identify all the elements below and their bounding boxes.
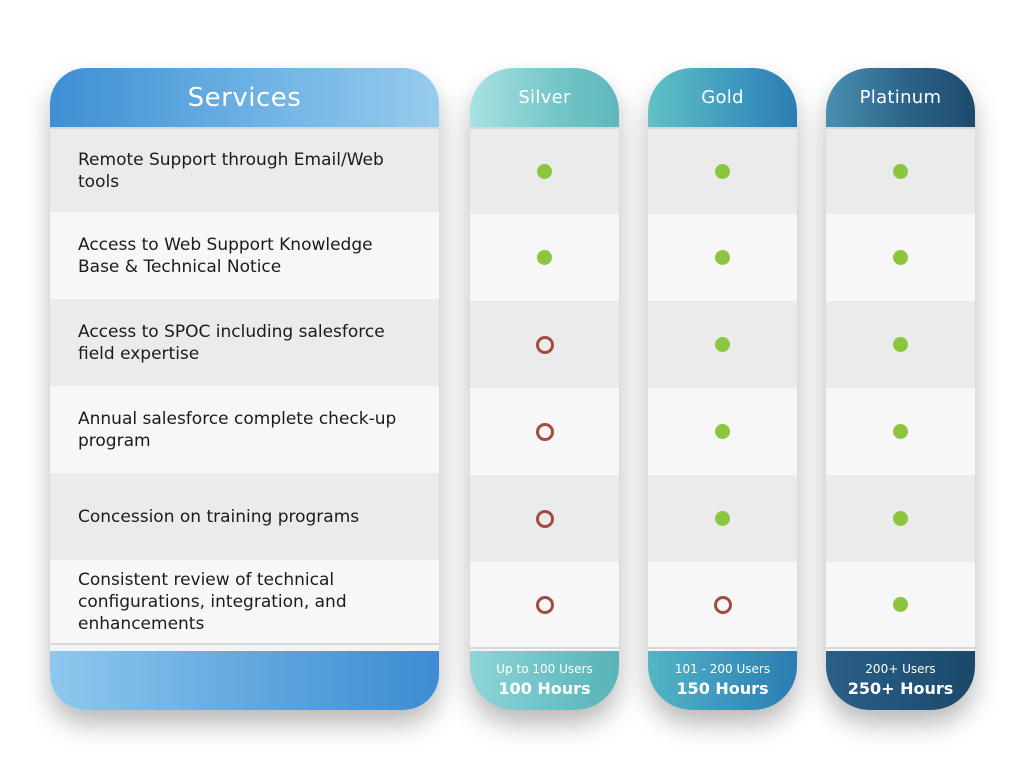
tier-feature-row: [648, 301, 797, 388]
tier-feature-row: [648, 562, 797, 649]
tier-feature-row: [470, 127, 619, 214]
tier-feature-list: [826, 127, 975, 649]
hollow-circle-icon: [535, 422, 554, 441]
filled-circle-icon: [893, 597, 908, 612]
tier-feature-row: [826, 562, 975, 649]
tier-feature-row: [648, 475, 797, 562]
services-column: Services Remote Support through Email/We…: [50, 68, 439, 710]
tier-feature-row: [470, 301, 619, 388]
services-footer: [50, 651, 439, 710]
services-header: Services: [50, 68, 439, 127]
tier-footer: Up to 100 Users 100 Hours: [470, 651, 619, 710]
filled-circle-icon: [893, 164, 908, 179]
tier-feature-row: [826, 475, 975, 562]
filled-circle-icon: [715, 424, 730, 439]
filled-circle-icon: [893, 337, 908, 352]
tier-feature-list: [470, 127, 619, 649]
tier-header: Platinum: [826, 68, 975, 127]
tier-footer: 200+ Users 250+ Hours: [826, 651, 975, 710]
tier-header: Gold: [648, 68, 797, 127]
tier-feature-row: [826, 214, 975, 301]
tier-feature-row: [648, 127, 797, 214]
service-row: Access to SPOC including salesforce fiel…: [50, 299, 439, 386]
tier-hours: 150 Hours: [676, 679, 769, 698]
filled-circle-icon: [715, 250, 730, 265]
tier-feature-row: [470, 214, 619, 301]
tier-feature-row: [826, 301, 975, 388]
tier-hours: 250+ Hours: [847, 679, 954, 698]
service-row: Remote Support through Email/Web tools: [50, 127, 439, 212]
tier-feature-row: [470, 388, 619, 475]
service-row: Consistent review of technical configura…: [50, 560, 439, 645]
tier-header: Silver: [470, 68, 619, 127]
service-row: Access to Web Support Knowledge Base & T…: [50, 212, 439, 299]
service-row: Concession on training programs: [50, 473, 439, 560]
filled-circle-icon: [893, 511, 908, 526]
service-label: Access to SPOC including salesforce fiel…: [78, 321, 385, 364]
service-label: Annual salesforce complete check-up prog…: [78, 408, 397, 451]
filled-circle-icon: [893, 424, 908, 439]
tier-feature-row: [826, 388, 975, 475]
tier-footer: 101 - 200 Users 150 Hours: [648, 651, 797, 710]
filled-circle-icon: [537, 164, 552, 179]
tier-feature-row: [648, 214, 797, 301]
service-label: Consistent review of technical configura…: [78, 569, 347, 634]
tier-users: 200+ Users: [865, 662, 936, 676]
tier-users: Up to 100 Users: [496, 662, 593, 676]
filled-circle-icon: [893, 250, 908, 265]
tier-column-silver: Silver Up to 100 Users 100 Hours: [470, 68, 619, 710]
hollow-circle-icon: [535, 509, 554, 528]
tier-column-platinum: Platinum 200+ Users 250+ Hours: [826, 68, 975, 710]
tier-feature-list: [648, 127, 797, 649]
hollow-circle-icon: [535, 335, 554, 354]
tier-feature-row: [648, 388, 797, 475]
tier-feature-row: [470, 475, 619, 562]
tier-feature-row: [826, 127, 975, 214]
hollow-circle-icon: [713, 595, 732, 614]
service-row: Annual salesforce complete check-up prog…: [50, 386, 439, 473]
services-list: Remote Support through Email/Web tools A…: [50, 127, 439, 645]
service-label: Remote Support through Email/Web tools: [78, 149, 384, 192]
hollow-circle-icon: [535, 595, 554, 614]
tier-feature-row: [470, 562, 619, 649]
tier-hours: 100 Hours: [498, 679, 591, 698]
filled-circle-icon: [537, 250, 552, 265]
filled-circle-icon: [715, 337, 730, 352]
tier-users: 101 - 200 Users: [674, 662, 771, 676]
service-label: Access to Web Support Knowledge Base & T…: [78, 234, 373, 277]
filled-circle-icon: [715, 511, 730, 526]
tier-column-gold: Gold 101 - 200 Users 150 Hours: [648, 68, 797, 710]
filled-circle-icon: [715, 164, 730, 179]
service-label: Concession on training programs: [78, 506, 360, 527]
